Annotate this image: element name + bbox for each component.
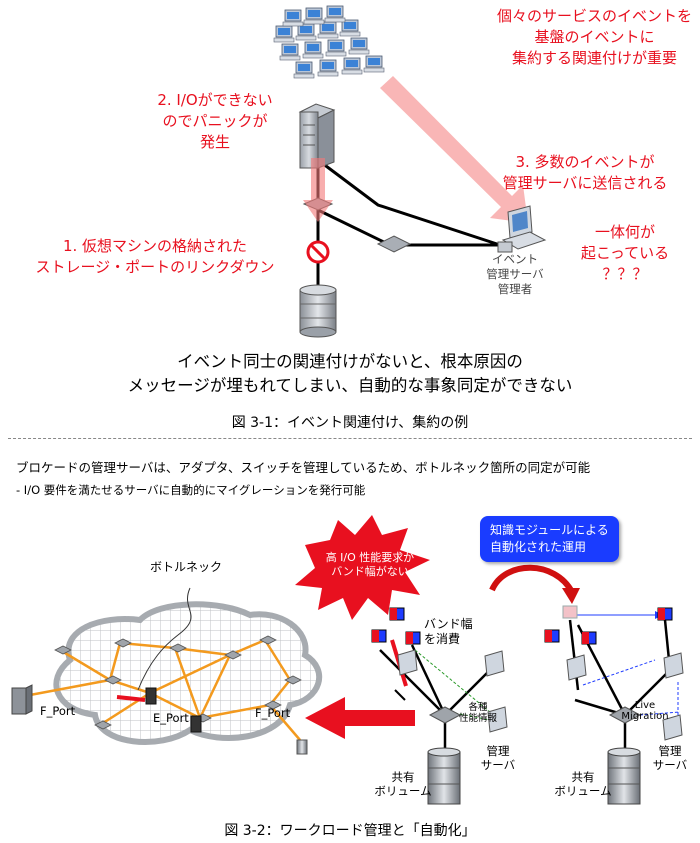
figure2-subline: - I/O 要件を満たせるサーバに自動的にマイグレーションを発行可能 bbox=[16, 483, 366, 497]
bandwidth-label: バンド幅 を消費 bbox=[424, 617, 473, 646]
automation-bubble: 知識モジュールによる 自動化された運用 bbox=[480, 516, 619, 562]
bottleneck-link bbox=[116, 695, 146, 702]
fabric-switches bbox=[54, 635, 302, 730]
bottleneck-pointer bbox=[137, 587, 192, 691]
server-rack-icon bbox=[298, 103, 336, 169]
f-port-left-label: F_Port bbox=[40, 704, 76, 718]
panic-arrow bbox=[303, 158, 333, 222]
alert-burst bbox=[295, 515, 430, 620]
feedback-arrow bbox=[305, 697, 415, 739]
mgmt-server-right-label: 管理 サーバ bbox=[652, 744, 688, 772]
storage-disk-icon bbox=[299, 284, 337, 338]
network-link bbox=[317, 158, 501, 247]
figure1-graphics bbox=[273, 5, 547, 338]
perf-info-label: 各種 性能情報 bbox=[458, 702, 497, 724]
correlation-message: イベント同士の関連付けがないと、根本原因の メッセージが埋もれてしまい、自動的な… bbox=[127, 352, 573, 395]
figure-event-correlation: 個々のサービスのイベントを 基盤のイベントに 集約する関連付けが重要 2. I/… bbox=[35, 5, 692, 431]
link-down-icon bbox=[306, 240, 330, 264]
figure1-caption: 図 3-1：イベント関連付け、集約の例 bbox=[231, 415, 469, 431]
mgmt-server-left-label: 管理 サーバ bbox=[480, 744, 516, 772]
left-vm-topology bbox=[371, 607, 508, 805]
f-port-right-label: F_Port bbox=[255, 706, 291, 720]
link-down-note: 1. 仮想マシンの格納された ストレージ・ポートのリンクダウン bbox=[35, 237, 275, 276]
section-divider bbox=[8, 438, 692, 439]
event-flow-arrow bbox=[380, 76, 528, 223]
figure2-headline: ブロケードの管理サーバは、アダプタ、スイッチを管理しているため、ボトルネック箇所… bbox=[16, 460, 591, 475]
confusion-note: 一体何が 起こっている ？？？ bbox=[580, 223, 670, 283]
e-port-label: E_Port bbox=[153, 711, 189, 725]
server-icon bbox=[11, 684, 33, 715]
switch-icon bbox=[376, 235, 412, 253]
bottleneck-label: ボトルネック bbox=[150, 560, 223, 574]
panic-note: 2. I/Oができない のでパニックが 発生 bbox=[157, 91, 273, 151]
admin-computer-icon bbox=[497, 205, 547, 253]
pc-cluster-icon bbox=[273, 5, 385, 79]
live-migration-label: Live Migration bbox=[621, 700, 669, 722]
shared-volume-left-label: 共有 ボリューム bbox=[374, 770, 432, 798]
storage-disk-icon bbox=[296, 739, 308, 755]
burst-label: 高 I/O 性能要求が バンド幅がない bbox=[325, 551, 415, 578]
event-sent-note: 3. 多数のイベントが 管理サーバに送信される bbox=[502, 153, 668, 192]
right-vm-topology bbox=[544, 605, 684, 805]
e-port-switch-icon bbox=[145, 687, 202, 733]
figure2-caption: 図 3-2：ワークロード管理と「自動化」 bbox=[224, 823, 476, 839]
automation-arrow bbox=[489, 564, 575, 594]
admin-label: イベント 管理サーバ 管理者 bbox=[486, 252, 544, 296]
correlation-note: 個々のサービスのイベントを 基盤のイベントに 集約する関連付けが重要 bbox=[496, 7, 692, 67]
shared-volume-right-label: 共有 ボリューム bbox=[554, 770, 612, 798]
